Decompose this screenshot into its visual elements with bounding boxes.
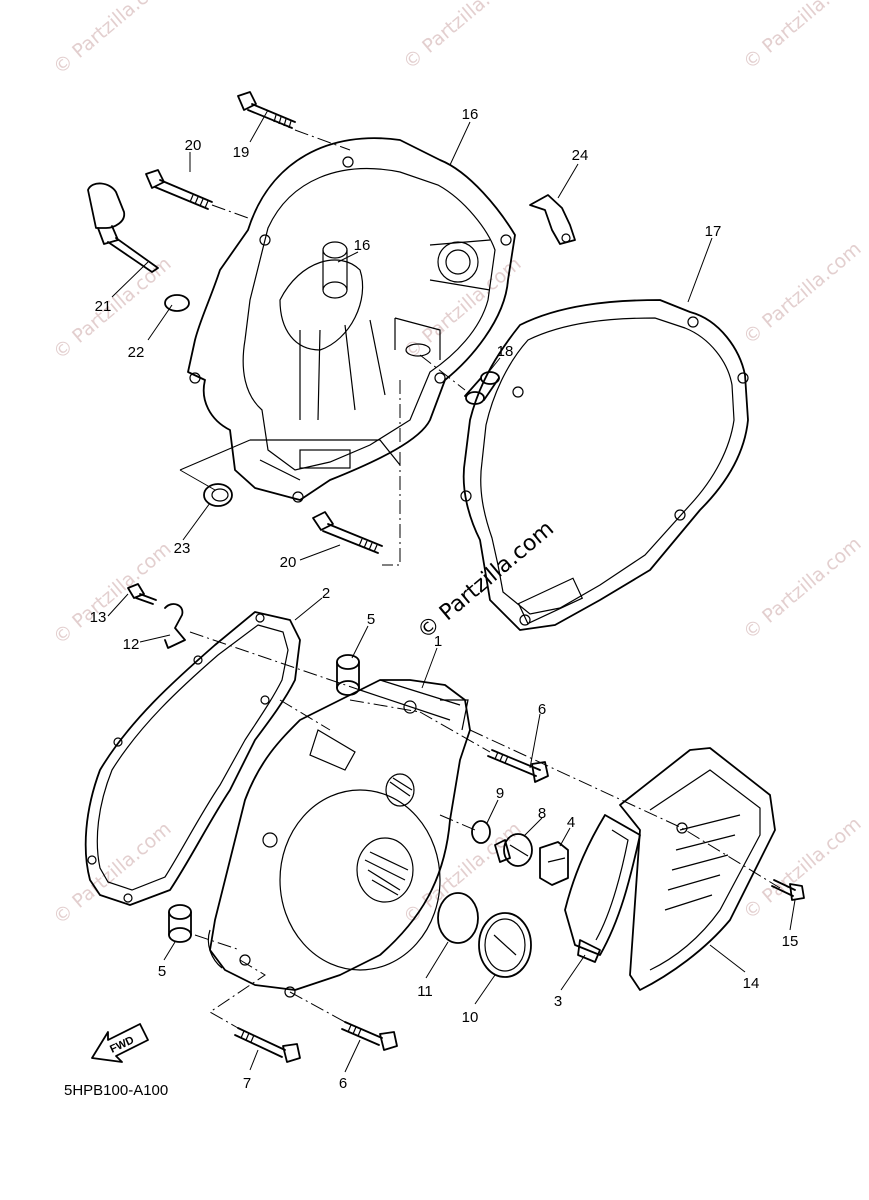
- watermark-tile: © Partzilla.com: [739, 813, 865, 924]
- callout-7: 7: [243, 1075, 251, 1092]
- part-22-o-ring: [164, 294, 190, 312]
- part-20-bolt-bottom: [312, 511, 383, 554]
- watermark-tile: © Partzilla.com: [49, 0, 175, 79]
- alignment-lines-lower: [189, 631, 781, 1029]
- part-23-oil-seal: [203, 483, 233, 507]
- callout-8: 8: [538, 805, 546, 822]
- part-13-bolt: [127, 583, 157, 605]
- callout-3: 3: [554, 993, 562, 1010]
- callout-14: 14: [743, 975, 760, 992]
- callout-17: 17: [705, 223, 722, 240]
- part-21-dipstick: [87, 182, 159, 273]
- part-2-gasket: [84, 611, 301, 906]
- callout-10: 10: [462, 1009, 479, 1026]
- callout-16-inner: 16: [354, 237, 371, 254]
- callout-9: 9: [496, 785, 504, 802]
- callout-20-bottom: 20: [280, 554, 297, 571]
- callout-24: 24: [572, 147, 589, 164]
- callout-4: 4: [567, 814, 575, 831]
- callout-5-top: 5: [367, 611, 375, 628]
- part-24-clamp: [529, 194, 576, 245]
- watermark-tile: © Partzilla.com: [739, 238, 865, 349]
- callout-16-top: 16: [462, 106, 479, 123]
- leader-lines: [107, 109, 796, 1073]
- callout-22: 22: [128, 344, 145, 361]
- part-10-plug: [478, 912, 532, 978]
- callout-11: 11: [417, 983, 433, 1000]
- callout-18: 18: [497, 343, 514, 360]
- callout-1: 1: [434, 633, 442, 650]
- part-12-clamp: [164, 603, 186, 649]
- watermark-tile: © Partzilla.com: [739, 0, 865, 74]
- callout-19: 19: [233, 144, 250, 161]
- part-6-bolt-bottom: [341, 1021, 398, 1051]
- part-3-cover: [564, 814, 641, 963]
- callout-12: 12: [123, 636, 140, 653]
- watermark-tiles: © Partzilla.com © Partzilla.com © Partzi…: [49, 0, 865, 929]
- part-20-bolt-top: [145, 169, 213, 210]
- part-9-o-ring: [471, 820, 491, 844]
- part-11-o-ring: [437, 892, 479, 944]
- watermark-tile: © Partzilla.com: [49, 538, 175, 649]
- watermark-tile: © Partzilla.com: [739, 533, 865, 644]
- callout-6-bottom: 6: [339, 1075, 347, 1092]
- part-15-bolt: [771, 879, 805, 901]
- callout-2: 2: [322, 585, 330, 602]
- callout-labels: 19 20 16 16 24 17 18 21 22 23 20 2 13 12…: [90, 106, 799, 1092]
- part-7-bolt: [234, 1027, 301, 1063]
- part-14-cover: [619, 747, 776, 991]
- part-4-damper: [539, 841, 569, 886]
- fwd-arrow-icon: FWD: [91, 1023, 149, 1063]
- part-19-bolt: [237, 91, 296, 129]
- center-watermark: © Partzilla.com: [413, 516, 559, 644]
- callout-13: 13: [90, 609, 107, 626]
- callout-15: 15: [782, 933, 799, 950]
- diagram-code: 5HPB100-A100: [64, 1082, 168, 1099]
- watermark-tile: © Partzilla.com: [49, 818, 175, 929]
- part-8-plug: [494, 833, 533, 867]
- callout-21: 21: [95, 298, 112, 315]
- alignment-lines-upper: [179, 129, 466, 566]
- part-6-bolt-top: [487, 749, 549, 783]
- callout-5-bottom: 5: [158, 963, 166, 980]
- part-17-gasket: [460, 299, 749, 631]
- watermark-tile: © Partzilla.com: [399, 0, 525, 74]
- part-5-dowel-bottom: [168, 904, 192, 943]
- callout-6-top: 6: [538, 701, 546, 718]
- callout-23: 23: [174, 540, 191, 557]
- part-1-crankcase-cover: [207, 679, 471, 998]
- callout-20-top: 20: [185, 137, 202, 154]
- part-16-crankcase-cover: [187, 137, 516, 503]
